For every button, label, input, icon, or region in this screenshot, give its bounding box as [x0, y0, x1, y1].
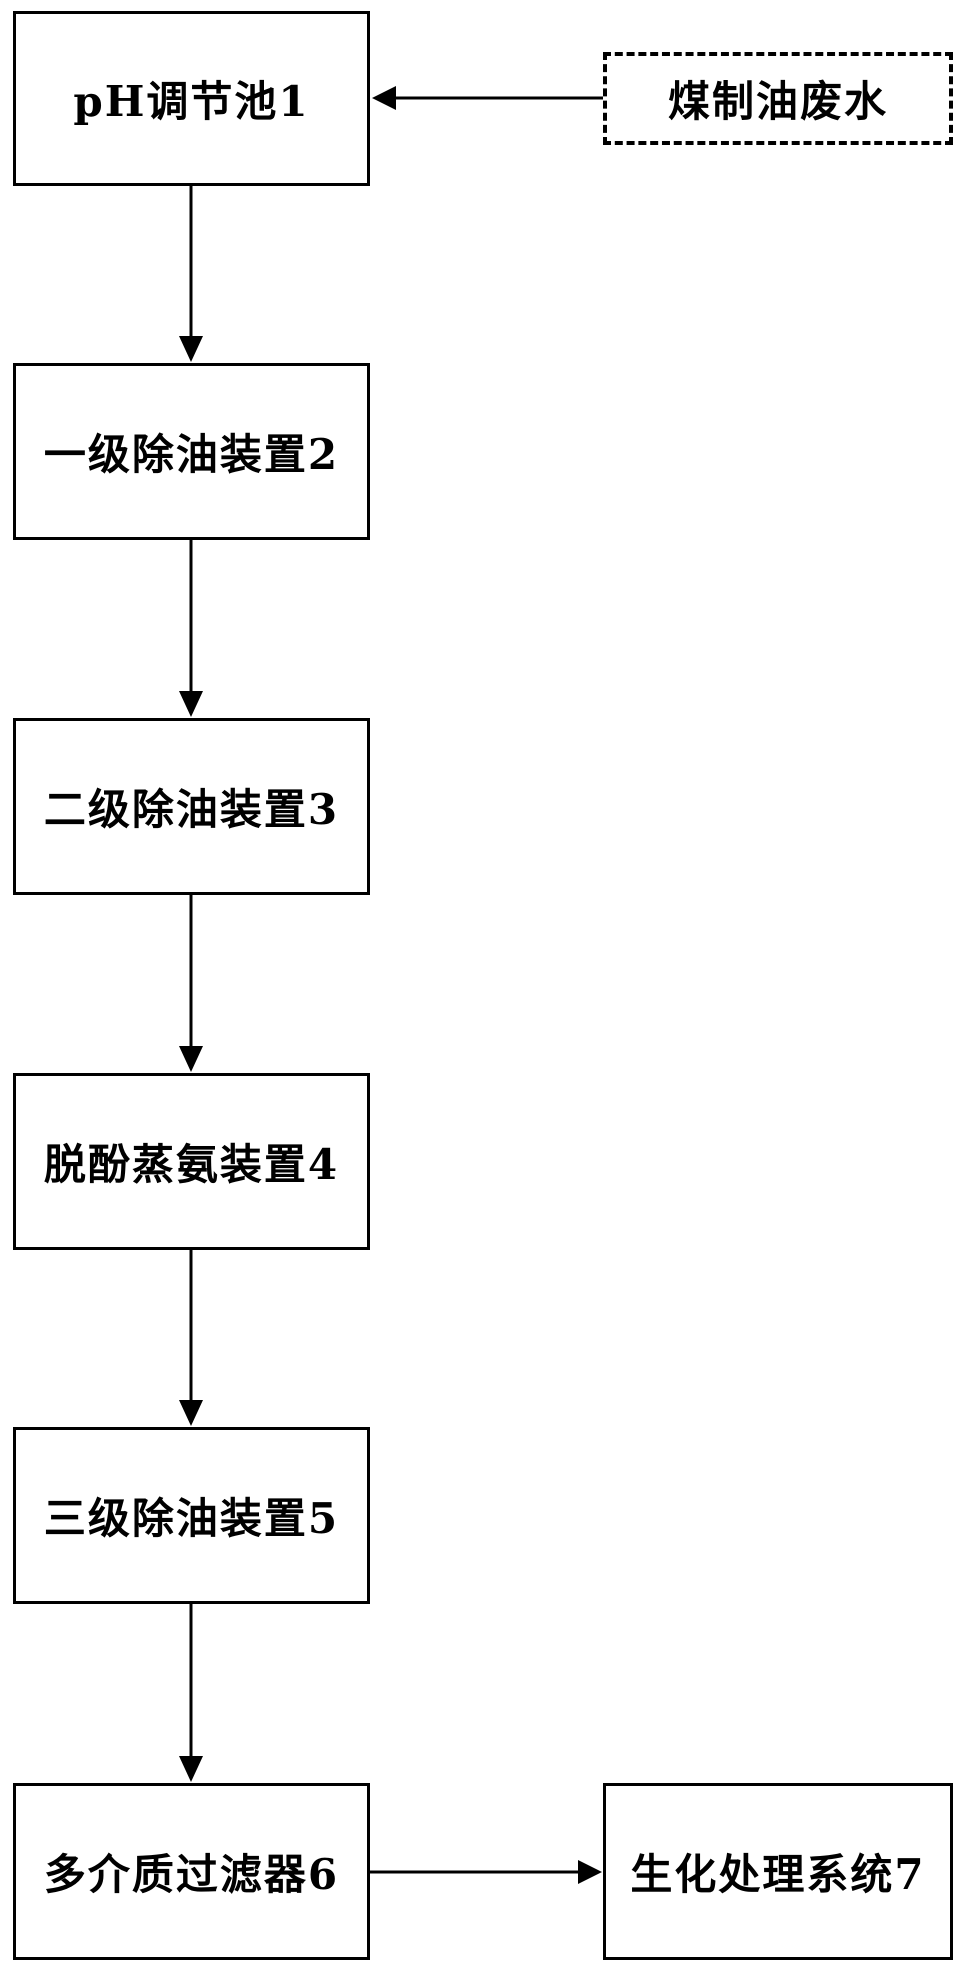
node-label: 脱酚蒸氨装置4 — [43, 1140, 340, 1189]
arrowhead-source-to-ph-tank — [372, 86, 396, 110]
arrowhead-secondary-oil-removal-to-dephenol — [179, 1046, 203, 1072]
node-label: 生化处理系统7 — [630, 1850, 926, 1899]
arrowhead-ph-tank-to-primary-oil-removal — [179, 336, 203, 362]
arrowhead-dephenol-to-tertiary-oil-removal — [179, 1400, 203, 1426]
node-label: 多介质过滤器6 — [43, 1850, 340, 1899]
node-label: 二级除油装置3 — [43, 785, 340, 834]
node-label: pH调节池1 — [73, 77, 310, 126]
node-ph-adjustment-tank: pH调节池1 — [13, 11, 370, 186]
node-multimedia-filter: 多介质过滤器6 — [13, 1783, 370, 1960]
node-secondary-oil-removal: 二级除油装置3 — [13, 718, 370, 895]
arrowhead-tertiary-oil-removal-to-filter — [179, 1756, 203, 1782]
node-dephenol-ammonia-stripping: 脱酚蒸氨装置4 — [13, 1073, 370, 1250]
source-coal-to-oil-wastewater: 煤制油废水 — [603, 52, 953, 145]
node-tertiary-oil-removal: 三级除油装置5 — [13, 1427, 370, 1604]
source-label: 煤制油废水 — [667, 77, 888, 126]
node-label: 一级除油装置2 — [43, 430, 340, 479]
arrowhead-filter-to-biochemical-system — [578, 1860, 602, 1884]
node-label: 三级除油装置5 — [43, 1494, 340, 1543]
arrowhead-primary-to-secondary-oil-removal — [179, 691, 203, 717]
node-primary-oil-removal: 一级除油装置2 — [13, 363, 370, 540]
node-biochemical-treatment-system: 生化处理系统7 — [603, 1783, 953, 1960]
